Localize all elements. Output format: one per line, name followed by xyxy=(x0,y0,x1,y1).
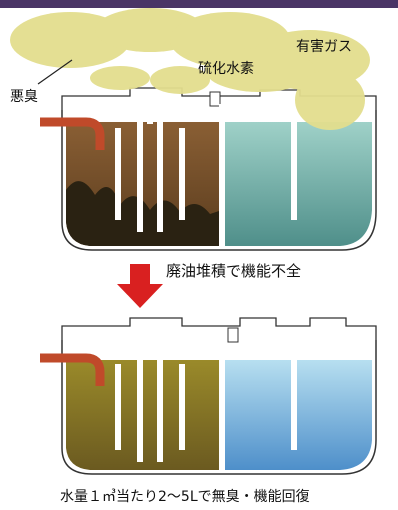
tank-malfunction xyxy=(10,8,380,254)
baffles xyxy=(115,104,297,246)
baffles-b xyxy=(115,334,297,470)
dark-sludge xyxy=(66,181,222,246)
label-recovery: 水量１㎥当たり2～5Lで無臭・機能回復 xyxy=(60,489,310,505)
label-bad-odor: 悪臭 xyxy=(10,89,38,105)
tank-shell-outline xyxy=(61,110,377,251)
vent-pipe-b xyxy=(227,327,239,343)
inlet-pipe xyxy=(40,117,105,150)
tank-recovered xyxy=(40,314,380,478)
inlet-pipe-b xyxy=(40,353,105,386)
label-malfunction: 廃油堆積で機能不全 xyxy=(166,262,302,280)
top-background-strip xyxy=(0,0,398,8)
vent-pipe xyxy=(209,91,221,107)
tank-shell-b-outline xyxy=(61,340,377,475)
odor-pointer-line xyxy=(37,59,73,85)
treated-chamber xyxy=(66,360,222,470)
tank-lid-b-outline xyxy=(61,317,377,340)
label-hydrogen-sulfide: 硫化水素 xyxy=(198,61,254,77)
gas-cloud xyxy=(10,8,370,130)
down-arrow xyxy=(117,264,163,308)
label-harmful-gas: 有害ガス xyxy=(296,39,352,55)
